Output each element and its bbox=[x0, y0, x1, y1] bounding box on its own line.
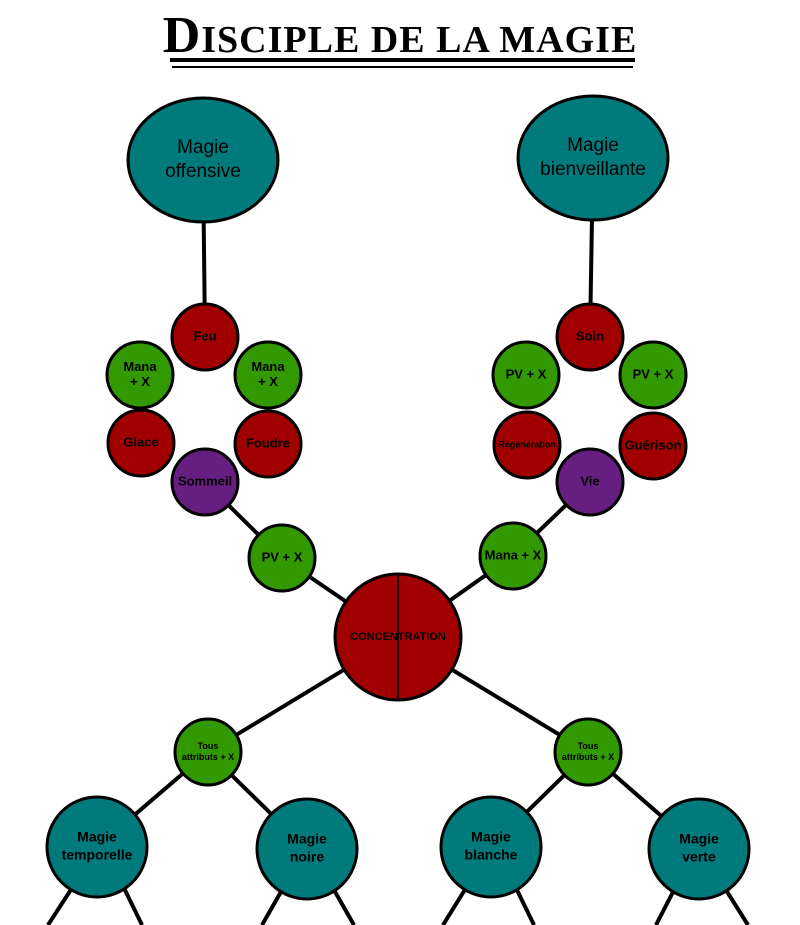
node-label: Vie bbox=[580, 473, 599, 488]
node-shape bbox=[255, 797, 359, 901]
node-mana-l1[interactable]: Mana+ X bbox=[105, 340, 175, 410]
edge-continuation-3 bbox=[260, 889, 284, 925]
node-soin[interactable]: Soin bbox=[555, 302, 625, 372]
node-label: + X bbox=[130, 374, 150, 389]
node-shape bbox=[126, 96, 280, 224]
node-shape bbox=[516, 94, 670, 222]
node-label: Régénération bbox=[498, 439, 556, 449]
node-label: Foudre bbox=[246, 435, 290, 450]
node-label: Sommeil bbox=[178, 473, 232, 488]
node-shape bbox=[439, 795, 543, 899]
tree-edges bbox=[46, 157, 750, 925]
node-shape bbox=[478, 521, 548, 591]
node-shape bbox=[491, 340, 561, 410]
node-shape bbox=[553, 717, 623, 787]
node-label: Magie bbox=[287, 831, 327, 847]
node-label: + X bbox=[258, 374, 278, 389]
node-shape bbox=[105, 340, 175, 410]
node-shape bbox=[45, 795, 149, 899]
title-initial: D bbox=[162, 7, 202, 64]
edge-continuation-4 bbox=[332, 889, 356, 925]
node-foudre[interactable]: Foudre bbox=[233, 409, 303, 479]
node-feu[interactable]: Feu bbox=[170, 302, 240, 372]
node-label: Magie bbox=[471, 829, 511, 845]
edge-continuation-5 bbox=[441, 886, 468, 925]
node-pv-r2[interactable]: PV + X bbox=[618, 340, 688, 410]
title-rest: ISCIPLE DE LA MAGIE bbox=[201, 19, 638, 61]
node-shape bbox=[555, 302, 625, 372]
node-label: noire bbox=[290, 849, 324, 865]
node-label: PV + X bbox=[262, 549, 303, 564]
node-shape bbox=[233, 340, 303, 410]
node-label: Glace bbox=[123, 434, 158, 449]
node-label: Mana bbox=[251, 359, 285, 374]
node-label: Tous bbox=[198, 741, 219, 751]
edge-continuation-8 bbox=[724, 888, 750, 925]
node-glace[interactable]: Glace bbox=[106, 408, 176, 478]
node-pv-mid[interactable]: PV + X bbox=[247, 523, 317, 593]
edge-continuation-6 bbox=[514, 887, 536, 925]
node-shape bbox=[170, 447, 240, 517]
node-magie-blanche[interactable]: Magie blanche bbox=[439, 795, 543, 899]
node-pv-r1[interactable]: PV + X bbox=[491, 340, 561, 410]
page-title: DISCIPLE DE LA MAGIE bbox=[0, 6, 800, 65]
node-magie-offensive[interactable]: Magie offensive bbox=[126, 96, 280, 224]
node-label: Mana bbox=[123, 359, 157, 374]
node-shape bbox=[647, 797, 751, 901]
title-underline bbox=[170, 58, 635, 62]
node-label: Magie bbox=[567, 135, 619, 156]
edge-continuation-7 bbox=[654, 889, 676, 925]
node-shape bbox=[618, 340, 688, 410]
node-magie-temporelle[interactable]: Magie temporelle bbox=[45, 795, 149, 899]
node-label: Soin bbox=[576, 328, 604, 343]
node-shape bbox=[106, 408, 176, 478]
node-magie-bienveillante[interactable]: Magie bienveillante bbox=[516, 94, 670, 222]
node-magie-verte[interactable]: Magie verte bbox=[647, 797, 751, 901]
edge-continuation-1 bbox=[46, 886, 74, 925]
node-concentration[interactable]: CONCENTRATION bbox=[333, 572, 463, 702]
node-magie-noire[interactable]: Magie noire bbox=[255, 797, 359, 901]
node-regeneration[interactable]: Régénération bbox=[492, 410, 562, 480]
node-mana-l2[interactable]: Mana+ X bbox=[233, 340, 303, 410]
node-label: attributs + X bbox=[562, 752, 614, 762]
node-label: bienveillante bbox=[540, 159, 646, 180]
node-vie[interactable]: Vie bbox=[555, 447, 625, 517]
node-label: Magie bbox=[679, 831, 719, 847]
node-label: CONCENTRATION bbox=[350, 631, 446, 643]
node-label: Magie bbox=[177, 137, 229, 158]
node-sommeil[interactable]: Sommeil bbox=[170, 447, 240, 517]
node-label: offensive bbox=[165, 161, 241, 182]
node-label: Magie bbox=[77, 829, 117, 845]
node-shape bbox=[233, 409, 303, 479]
node-guerison[interactable]: Guérison bbox=[618, 411, 688, 481]
tree-nodes: MagieoffensiveMagiebienveillanteFeuMana+… bbox=[45, 94, 751, 901]
node-label: Feu bbox=[193, 328, 216, 343]
edge-continuation-2 bbox=[122, 887, 144, 925]
title-underline-thin bbox=[172, 66, 633, 68]
node-shape bbox=[173, 717, 243, 787]
node-label: attributs + X bbox=[182, 752, 234, 762]
node-shape bbox=[555, 447, 625, 517]
node-shape bbox=[170, 302, 240, 372]
node-label: temporelle bbox=[62, 847, 133, 863]
node-label: PV + X bbox=[633, 366, 674, 381]
node-shape bbox=[618, 411, 688, 481]
node-label: Guérison bbox=[624, 437, 681, 452]
node-label: Mana + X bbox=[485, 547, 542, 562]
node-shape bbox=[492, 410, 562, 480]
node-label: PV + X bbox=[506, 366, 547, 381]
node-mana-mid[interactable]: Mana + X bbox=[478, 521, 548, 591]
node-label: Tous bbox=[578, 741, 599, 751]
node-label: blanche bbox=[465, 847, 518, 863]
node-shape bbox=[247, 523, 317, 593]
node-label: verte bbox=[682, 849, 716, 865]
